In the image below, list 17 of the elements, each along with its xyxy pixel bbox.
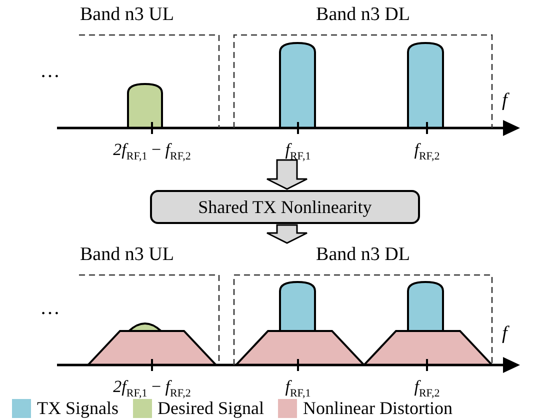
tick-label: f$_{RF,1}$ [285, 141, 311, 164]
ellipsis-label: … [40, 62, 60, 80]
axis-label: f [502, 92, 508, 110]
tick-label: 2f$_{RF,1}$ − f$_{RF,2}$ [113, 141, 191, 164]
block-arrow [266, 159, 308, 190]
tick-label: f$_{RF,2}$ [414, 141, 440, 164]
band-label: Band n3 UL [80, 244, 174, 266]
band-region [233, 4, 493, 128]
band-label: Band n3 UL [80, 4, 174, 26]
block-arrow [266, 224, 308, 244]
axis-label: f [502, 325, 508, 343]
ellipsis-label: … [40, 299, 60, 317]
band-label: Band n3 DL [316, 244, 410, 266]
band-region [78, 4, 220, 128]
process-box: Shared TX Nonlinearity [150, 190, 420, 224]
band-label: Band n3 DL [316, 4, 410, 26]
band-region [233, 244, 493, 365]
